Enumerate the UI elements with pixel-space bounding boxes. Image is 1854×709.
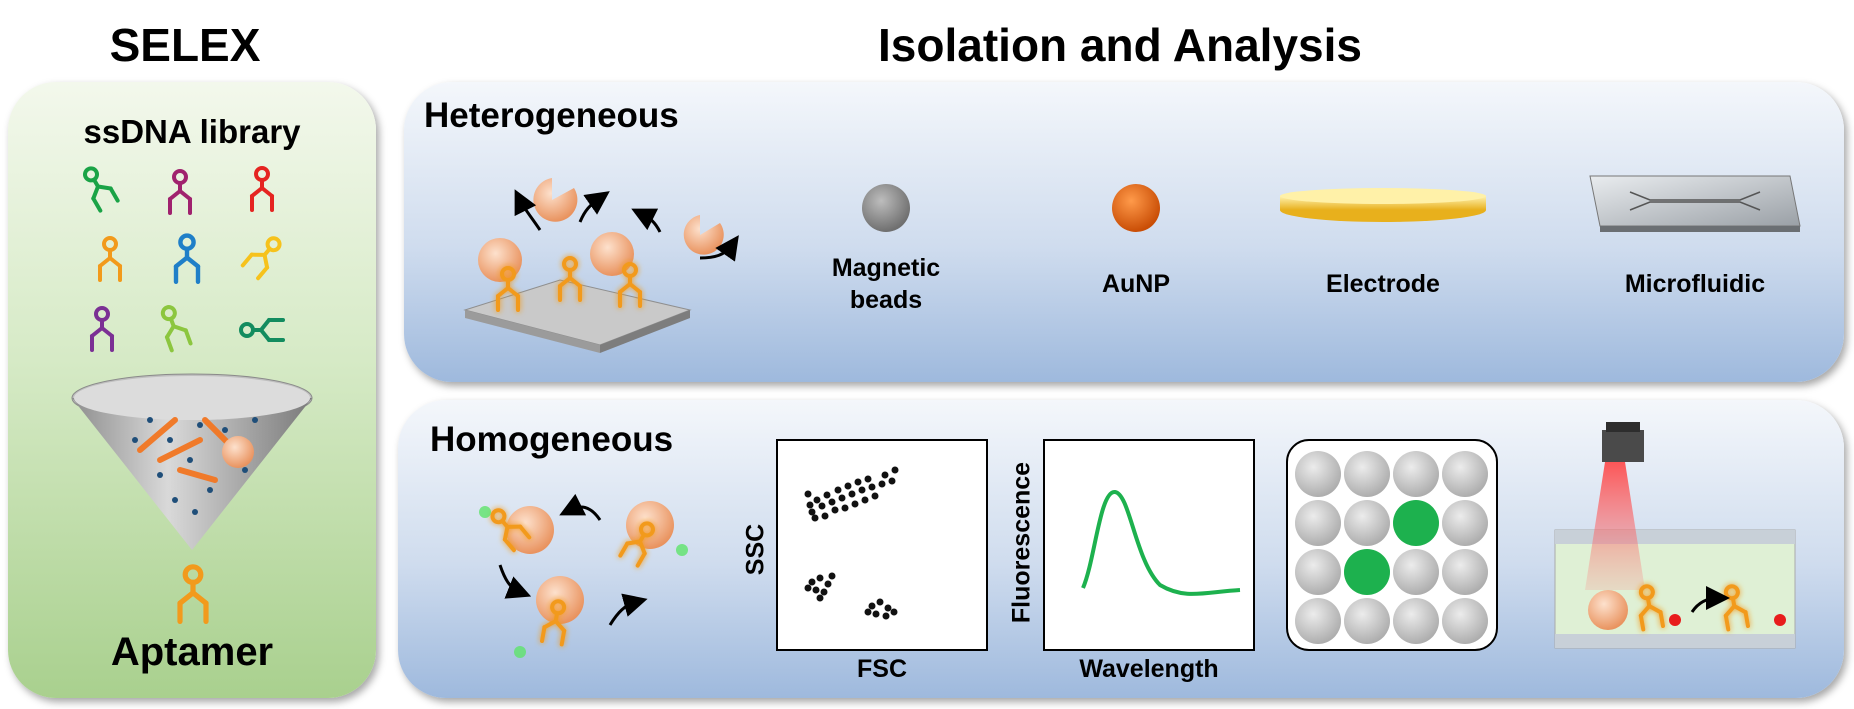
laser-detection-channel — [1554, 422, 1796, 649]
selex-title: SELEX — [109, 19, 261, 71]
selection-funnel — [71, 373, 313, 550]
ssdna-library-strands — [77, 162, 288, 353]
homogeneous-heading: Homogeneous — [430, 420, 674, 459]
fluorescence-axis-label: Fluorescence — [1007, 461, 1036, 624]
ssdna-library-label: ssDNA library — [83, 113, 301, 150]
microfluidic-label: Microfluidic — [1624, 270, 1766, 298]
microfluidic-chip-icon — [1589, 175, 1801, 232]
heterogeneous-heading: Heterogeneous — [424, 96, 679, 135]
electrode-label: Electrode — [1326, 270, 1440, 298]
electrode-icon — [1280, 188, 1486, 222]
aunp-icon — [1112, 184, 1160, 232]
homogeneous-solution-illustration — [479, 493, 688, 658]
aunp-label: AuNP — [1101, 270, 1171, 298]
fluorescence-spectrum-plot — [1043, 439, 1255, 651]
wavelength-axis-label: Wavelength — [1079, 655, 1219, 683]
well-plate — [1286, 439, 1498, 651]
isolation-analysis-title: Isolation and Analysis — [878, 19, 1362, 71]
magnetic-bead-icon — [862, 184, 910, 232]
heterogeneous-surface-illustration — [463, 178, 739, 353]
aptamer-label: Aptamer — [110, 630, 274, 674]
aptamer-icon — [180, 567, 206, 622]
ssc-axis-label: SSC — [741, 523, 770, 576]
magnetic-beads-label: Magnetic beads — [831, 254, 941, 314]
flow-cytometry-plot — [776, 439, 988, 651]
fsc-axis-label: FSC — [857, 655, 907, 683]
